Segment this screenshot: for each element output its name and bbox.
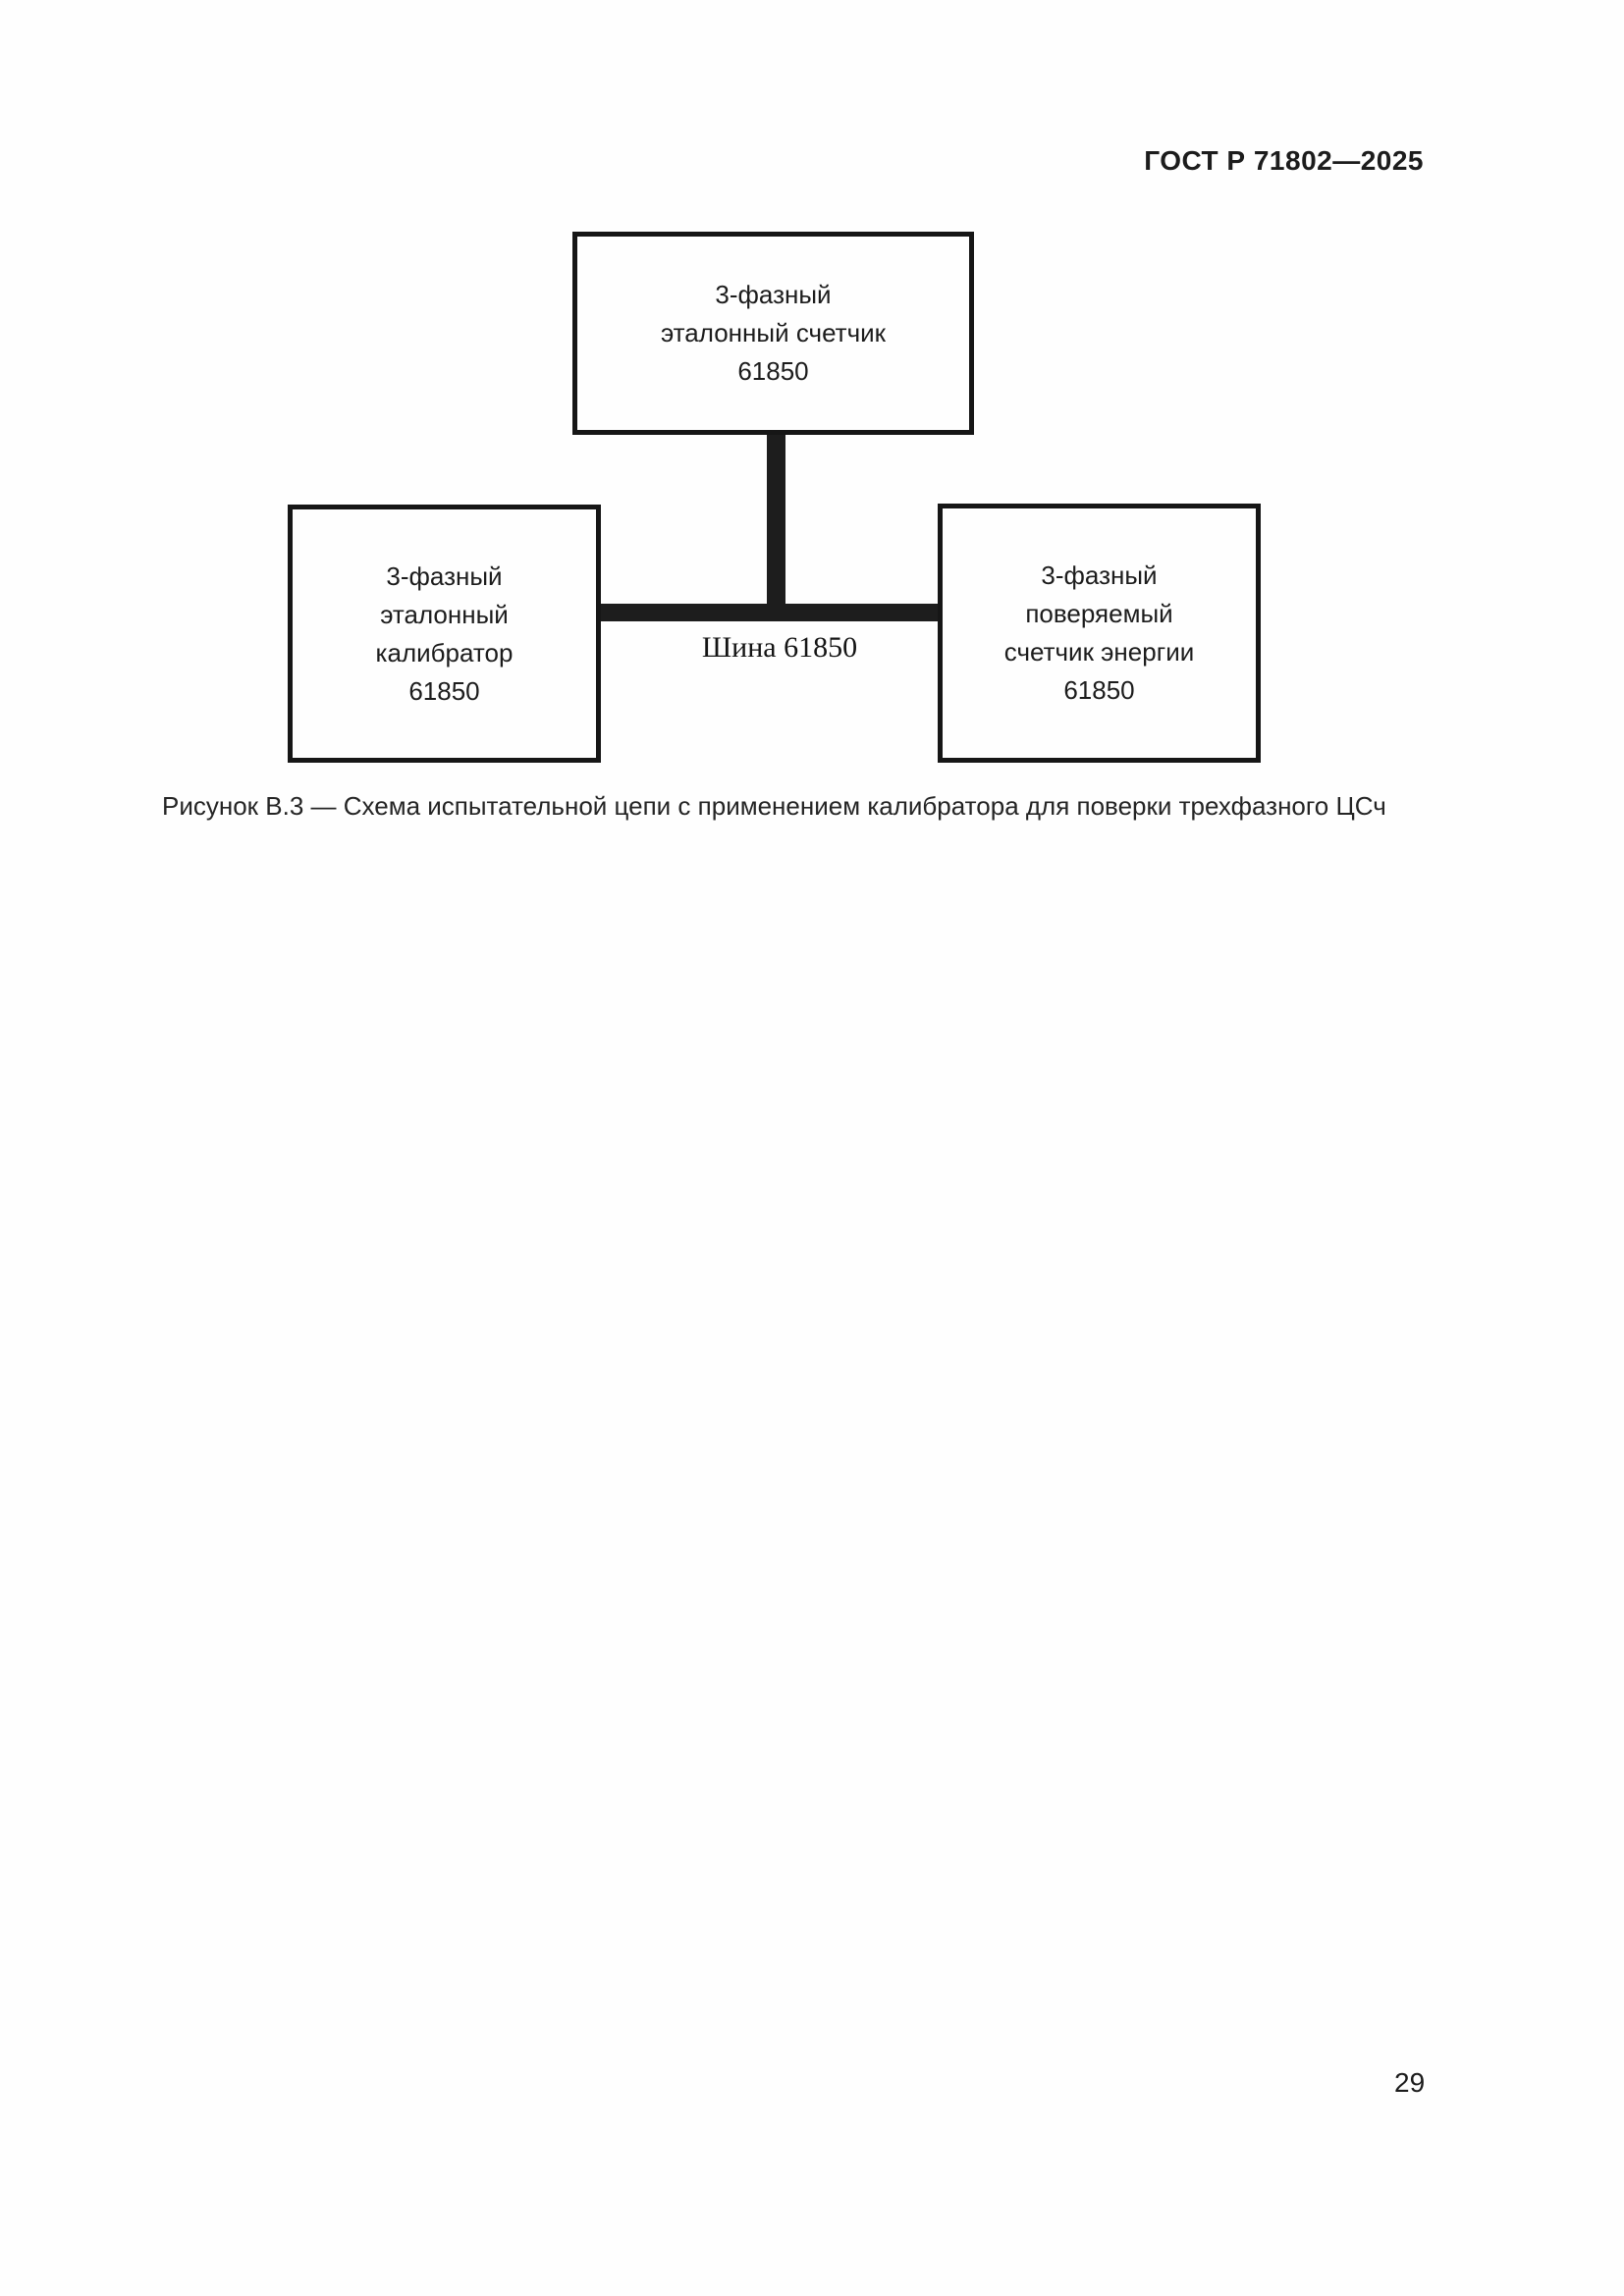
box-label-line: 3-фазный <box>1041 561 1158 590</box>
diagram-box-reference-meter: 3-фазный эталонный счетчик 61850 <box>572 232 974 435</box>
bus-connector-horizontal <box>601 604 938 621</box>
box-label-line: 61850 <box>737 356 809 386</box>
box-label-line: 3-фазный <box>386 561 503 591</box>
page-number: 29 <box>1394 2067 1426 2098</box>
diagram-box-reference-calibrator: 3-фазный эталонный калибратор 61850 <box>288 505 601 763</box>
figure-caption: Рисунок В.3 — Схема испытательной цепи с… <box>162 791 1386 821</box>
box-label-line: 3-фазный <box>715 280 832 309</box>
diagram-box-meter-under-test: 3-фазный поверяемый счетчик энергии 6185… <box>938 504 1261 763</box>
box-label-line: эталонный <box>380 599 509 629</box>
box-label-line: счетчик энергии <box>1003 637 1195 667</box>
box-label-line: эталонный счетчик <box>660 318 887 347</box>
bus-connector-vertical <box>767 435 785 621</box>
box-label-line: поверяемый <box>1025 599 1173 628</box>
box-label-line: калибратор <box>375 637 514 667</box>
bus-label: Шина 61850 <box>701 631 858 664</box>
box-label-line: 61850 <box>408 675 480 706</box>
box-label-line: 61850 <box>1063 675 1135 705</box>
document-header: ГОСТ Р 71802—2025 <box>1144 145 1424 176</box>
